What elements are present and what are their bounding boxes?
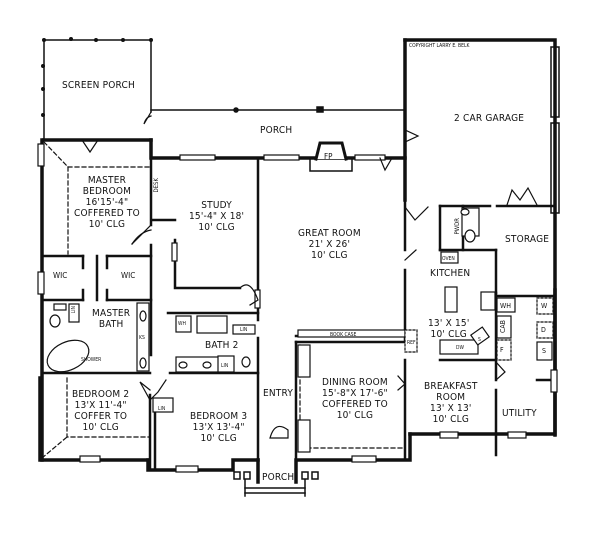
room-master-bath: MASTER BATH: [92, 308, 130, 330]
room-bedroom3: BEDROOM 3 13'X 13'-4" 10' CLG: [190, 411, 247, 444]
kitchen-name: KITCHEN: [430, 268, 471, 279]
room-storage: STORAGE: [505, 234, 550, 245]
room-great-room: GREAT ROOM 21' X 26' 10' CLG: [298, 228, 361, 261]
master-bedroom-name-2: BEDROOM: [82, 186, 132, 197]
water-heater-bath-label: WH: [178, 321, 186, 327]
wic-right-label: WIC: [121, 271, 136, 280]
room-study: STUDY 15'-4" X 18' 10' CLG: [189, 200, 244, 233]
room-screen-porch: SCREEN PORCH: [62, 80, 135, 91]
windows: [37, 143, 558, 473]
bookcase-label: BOOK CASE: [330, 332, 357, 338]
coffered-ceiling-lines: [41, 141, 406, 459]
breakfast-room-name: BREAKFAST: [424, 381, 478, 392]
room-bedroom2: BEDROOM 2 13'X 11'-4" COFFER TO 10' CLG: [72, 389, 129, 433]
water-heater-utility-label: WH: [500, 302, 511, 310]
shower-label: SHOWER: [81, 357, 102, 363]
bedroom3-name: BEDROOM 3: [190, 411, 248, 422]
garage-door: [550, 46, 560, 214]
bath2-linen-label: LIN: [240, 327, 248, 333]
cabinet-label: CAB: [499, 320, 507, 334]
hall-linen-label: LIN: [158, 406, 166, 412]
utility-sink-label: S: [542, 347, 546, 355]
room-utility: UTILITY: [502, 408, 537, 419]
front-porch: [233, 471, 319, 497]
great-room-name: GREAT ROOM: [298, 228, 361, 239]
dryer-label: D: [541, 326, 546, 334]
study-name: STUDY: [201, 200, 232, 211]
door-swings: [81, 111, 538, 439]
dining-room-name: DINING ROOM: [322, 377, 388, 388]
master-bath-name-2: BATH: [98, 319, 124, 330]
fireplace: [309, 141, 353, 172]
screen-porch-posts: [41, 37, 153, 117]
breakfast-room-ceiling: 10' CLG: [432, 414, 470, 425]
fixtures: [46, 207, 554, 453]
room-front-porch: PORCH: [262, 472, 295, 483]
bedroom2-ceiling-height: 10' CLG: [82, 422, 119, 433]
bedroom2-name: BEDROOM 2: [72, 389, 130, 400]
breakfast-room-name-2: ROOM: [436, 392, 466, 403]
study-ceiling: 10' CLG: [198, 222, 235, 233]
washer-label: W: [541, 302, 548, 310]
kitchen-dimensions: 13' X 15' 10' CLG: [428, 318, 470, 340]
dining-room-ceiling: COFFERED TO: [322, 399, 388, 410]
breakfast-room-size: 13' X 13': [430, 403, 472, 414]
master-bath-name: MASTER: [92, 308, 131, 319]
rear-porch-walls: [150, 106, 406, 113]
bedroom2-size: 13'X 11'-4": [74, 400, 127, 411]
room-dining: DINING ROOM 15'-8"X 17'-6" COFFERED TO 1…: [322, 377, 388, 421]
great-room-ceiling: 10' CLG: [311, 250, 348, 261]
bath2-linen2-label: LIN: [221, 363, 229, 369]
kitchen-size: 13' X 15': [428, 318, 470, 329]
study-size: 15'-4" X 18': [189, 211, 245, 222]
ref-label: REF: [407, 340, 416, 346]
dining-room-size: 15'-8"X 17'-6": [322, 388, 388, 399]
room-entry: ENTRY: [263, 388, 294, 399]
great-room-size: 21' X 26': [308, 239, 351, 250]
room-rear-porch: PORCH: [260, 125, 293, 136]
room-master-bedroom: MASTER BEDROOM 16'15'-4" COFFERED TO 10'…: [74, 175, 140, 230]
ks-label: KS: [139, 335, 145, 341]
bedroom3-ceiling: 10' CLG: [200, 433, 237, 444]
room-breakfast: BREAKFAST ROOM 13' X 13' 10' CLG: [424, 381, 478, 425]
master-bedroom-ceiling-height: 10' CLG: [88, 219, 126, 230]
master-bedroom-name: MASTER: [87, 175, 127, 186]
room-kitchen: KITCHEN: [430, 268, 470, 279]
bedroom2-ceiling: COFFER TO: [74, 411, 128, 422]
room-bath2: BATH 2: [205, 340, 239, 351]
oven-label: OVEN: [442, 256, 455, 262]
desk-label: DESK: [153, 178, 160, 193]
dining-room-ceiling-height: 10' CLG: [336, 410, 374, 421]
kitchen-ceiling: 10' CLG: [430, 329, 467, 340]
kitchen-sink-label: S: [478, 337, 481, 343]
copyright-notice: COPYRIGHT LARRY E. BELK: [409, 43, 470, 49]
bedroom3-size: 13'X 13'-4": [192, 422, 245, 433]
dishwasher-label: DW: [456, 345, 464, 351]
powder-room-label: PWDR: [454, 218, 461, 235]
master-bath-linen-label: LIN: [71, 306, 77, 314]
master-bedroom-ceiling: COFFERED TO: [74, 208, 140, 219]
master-bedroom-size: 16'15'-4": [85, 197, 129, 208]
freezer-label: F: [500, 346, 504, 354]
room-garage: 2 CAR GARAGE: [454, 113, 525, 124]
wic-left-label: WIC: [53, 271, 68, 280]
fireplace-label: FP: [324, 152, 333, 161]
